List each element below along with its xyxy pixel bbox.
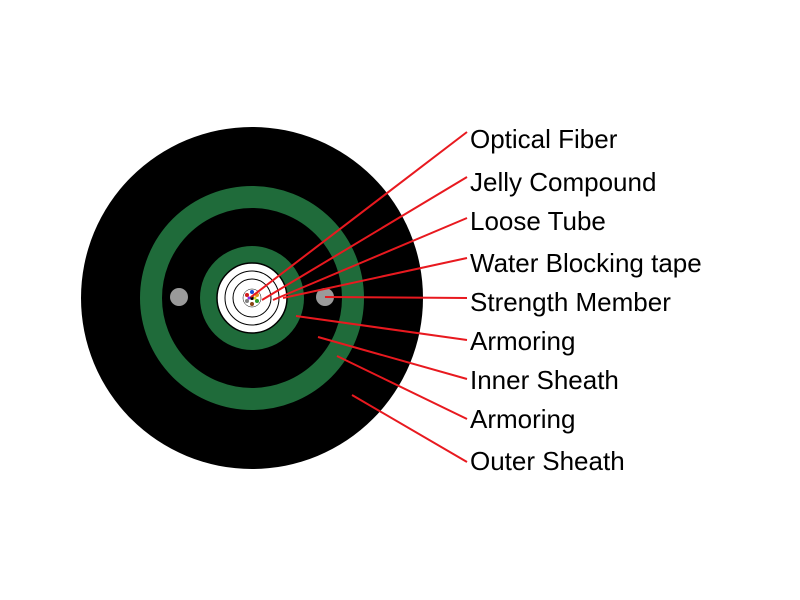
label-jelly-compound: Jelly Compound: [470, 167, 656, 197]
leader-line-water-blocking-tape: [282, 257, 468, 299]
label-armoring-inner: Armoring: [470, 326, 575, 356]
label-water-blocking-tape: Water Blocking tape: [470, 248, 702, 278]
leader-line-loose-tube: [272, 217, 468, 301]
label-outer-sheath: Outer Sheath: [470, 446, 625, 476]
leader-line-optical-fiber: [250, 131, 468, 298]
label-armoring-outer: Armoring: [470, 404, 575, 434]
leader-line-strength-member: [324, 296, 468, 299]
leader-lines: [250, 131, 468, 463]
labels: Optical Fiber Jelly Compound Loose Tube …: [470, 124, 702, 476]
leader-line-jelly-compound: [261, 176, 468, 301]
label-loose-tube: Loose Tube: [470, 206, 606, 236]
leader-line-armoring-outer: [336, 355, 468, 420]
leader-line-armoring-inner: [295, 315, 468, 341]
leader-line-inner-sheath: [317, 336, 468, 380]
label-strength-member: Strength Member: [470, 287, 671, 317]
label-optical-fiber: Optical Fiber: [470, 124, 618, 154]
jelly-compound-ring: [232, 278, 272, 318]
strength-member-left: [170, 288, 188, 306]
label-inner-sheath: Inner Sheath: [470, 365, 619, 395]
leader-line-outer-sheath: [351, 394, 468, 463]
